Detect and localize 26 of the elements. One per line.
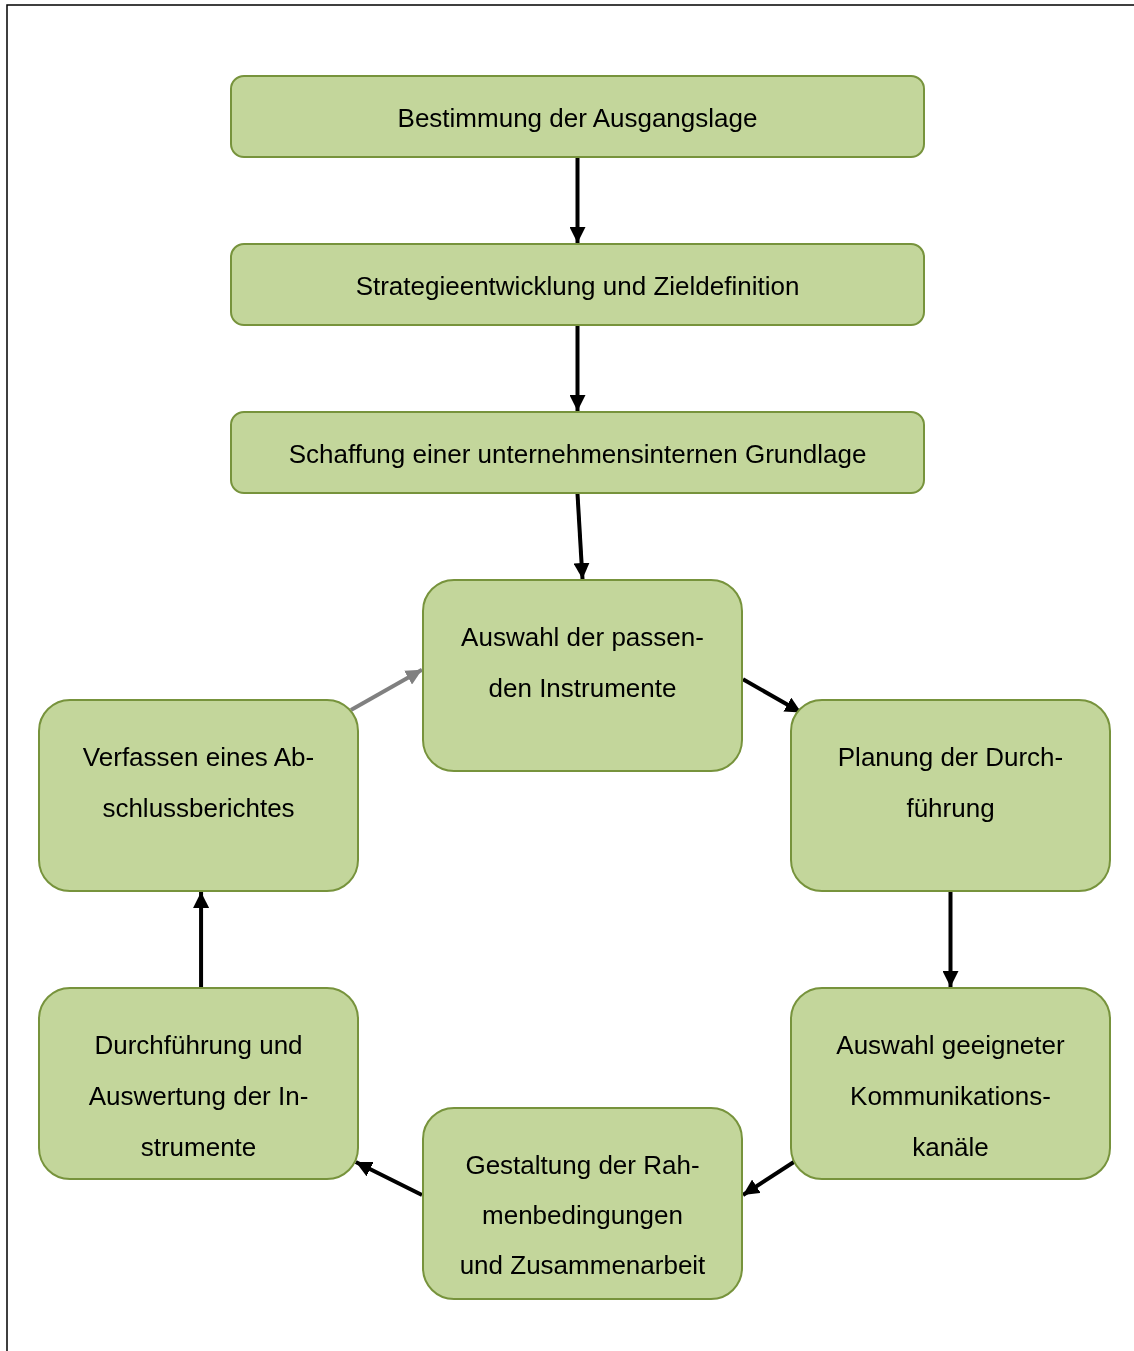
step-label: Schaffung einer unternehmensinternen Grundlage (288, 438, 867, 471)
process-box (422, 1107, 743, 1300)
process-box (790, 699, 1111, 892)
process-box (790, 987, 1111, 1180)
arrow (354, 1160, 423, 1197)
arrow (942, 892, 959, 987)
step-label: Auswahl geeigneter Kommunikations- kanäle (836, 1029, 1065, 1164)
step-label: Bestimmung der Ausgangslage (397, 102, 758, 135)
arrow (193, 892, 210, 987)
step-label: Strategieentwicklung und Zieldefinition (355, 270, 800, 303)
step-label: Auswahl der passen- den Instrumente (461, 621, 704, 705)
step-label: Gestaltung der Rah- menbedingungen und Zusammenarbeit (459, 1149, 706, 1282)
arrow (569, 158, 586, 243)
arrow (350, 667, 423, 712)
arrow (741, 1160, 795, 1197)
step-label: Verfassen eines Ab- schlussberichtes (82, 741, 315, 825)
arrow (569, 326, 586, 411)
process-box (38, 699, 359, 892)
process-box (422, 579, 743, 772)
step-label: Planung der Durch- führung (837, 741, 1064, 825)
arrow (573, 493, 590, 580)
process-box (230, 243, 925, 326)
process-box (38, 987, 359, 1180)
process-box (230, 75, 925, 158)
process-box (230, 411, 925, 494)
step-label: Durchführung und Auswertung der In- strumente (88, 1029, 309, 1164)
